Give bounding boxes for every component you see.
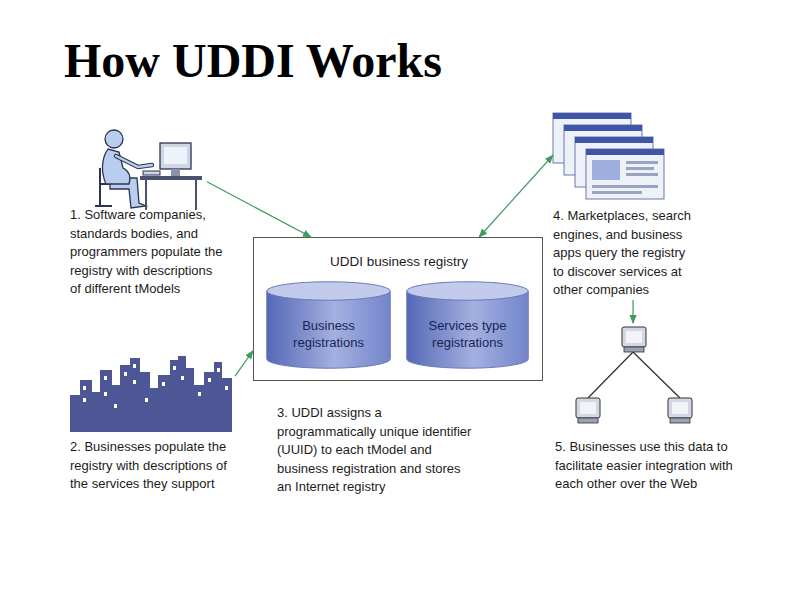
- window-titlebar: [553, 113, 631, 119]
- building-window: [83, 386, 86, 390]
- desk-legs: [146, 180, 196, 210]
- city-illustration: [70, 356, 232, 432]
- window-text-line: [592, 191, 642, 194]
- building-window: [124, 372, 127, 376]
- computer-monitor: [576, 398, 600, 418]
- window-titlebar: [575, 137, 653, 143]
- window-text-line: [592, 185, 658, 188]
- cylinder-top: [267, 282, 391, 301]
- connector-arrow: [479, 155, 553, 237]
- building-window: [181, 376, 184, 380]
- keyboard: [143, 171, 160, 175]
- computer-monitor: [622, 327, 646, 347]
- person-illustration: [95, 130, 202, 210]
- connector-arrow: [235, 351, 253, 376]
- database-cylinder: Services type registrations: [406, 281, 529, 369]
- computer-base: [670, 418, 690, 423]
- building-window: [145, 398, 148, 402]
- person-arm: [116, 156, 152, 167]
- monitor-screen: [164, 147, 187, 164]
- building-window: [114, 404, 117, 408]
- step-caption: 2. Businesses populate the registry with…: [70, 438, 235, 494]
- cylinder-label: Services type registrations: [420, 299, 515, 369]
- building-window: [217, 368, 220, 372]
- app-window: [586, 149, 664, 199]
- computer-screen: [580, 402, 596, 414]
- step-caption: 3. UDDI assigns a programmatically uniqu…: [277, 404, 472, 497]
- screens-node: 4. Marketplaces, search engines, and bus…: [553, 112, 710, 300]
- building-window: [162, 382, 165, 386]
- registry-box: UDDI business registryBusiness registrat…: [253, 237, 543, 381]
- registry-heading: UDDI business registry: [254, 253, 544, 272]
- cylinder-top: [407, 282, 529, 301]
- window-text-line: [626, 161, 658, 164]
- computer-base: [578, 418, 598, 423]
- building-window: [225, 386, 228, 390]
- connector-arrow: [207, 182, 311, 237]
- building-window: [133, 380, 136, 384]
- monitor: [160, 143, 191, 169]
- building-window: [104, 392, 107, 396]
- step-caption: 5. Businesses use this data to facilitat…: [555, 438, 735, 494]
- database-cylinder: Business registrations: [266, 281, 391, 369]
- desk-top: [140, 176, 202, 180]
- monitor-stand: [171, 169, 180, 176]
- window-titlebar: [564, 125, 642, 131]
- cylinder-body: [267, 291, 391, 368]
- step-caption: 4. Marketplaces, search engines, and bus…: [553, 207, 695, 300]
- computer-monitor: [668, 398, 692, 418]
- building-window: [173, 366, 176, 370]
- screens-illustration: [553, 113, 664, 199]
- computer-base: [624, 347, 644, 352]
- step-caption: 1. Software companies, standards bodies,…: [70, 206, 224, 299]
- person-node: 1. Software companies, standards bodies,…: [95, 125, 207, 205]
- connector-arrow: [632, 300, 633, 323]
- cylinder-label: Business registrations: [281, 299, 376, 369]
- cylinder-body: [407, 291, 529, 368]
- building-window: [83, 398, 86, 402]
- diagram-title: How UDDI Works: [64, 37, 442, 85]
- person-head: [105, 130, 123, 148]
- window-frame: [586, 149, 664, 199]
- building-window: [198, 392, 201, 396]
- window-text-line: [626, 167, 654, 170]
- window-image: [592, 160, 620, 180]
- computer-screen: [626, 331, 642, 343]
- window-titlebar: [586, 149, 664, 155]
- network-node: 5. Businesses use this data to facilitat…: [570, 323, 700, 431]
- building-window: [133, 364, 136, 368]
- building-window: [104, 376, 107, 380]
- window-text-line: [626, 173, 658, 176]
- city-skyline: [70, 356, 232, 432]
- person-arm-outline: [116, 156, 152, 167]
- city-node: 2. Businesses populate the registry with…: [70, 355, 235, 433]
- network-illustration: [576, 327, 692, 423]
- network-wire: [588, 352, 680, 398]
- computer-screen: [672, 402, 688, 414]
- building-window: [208, 378, 211, 382]
